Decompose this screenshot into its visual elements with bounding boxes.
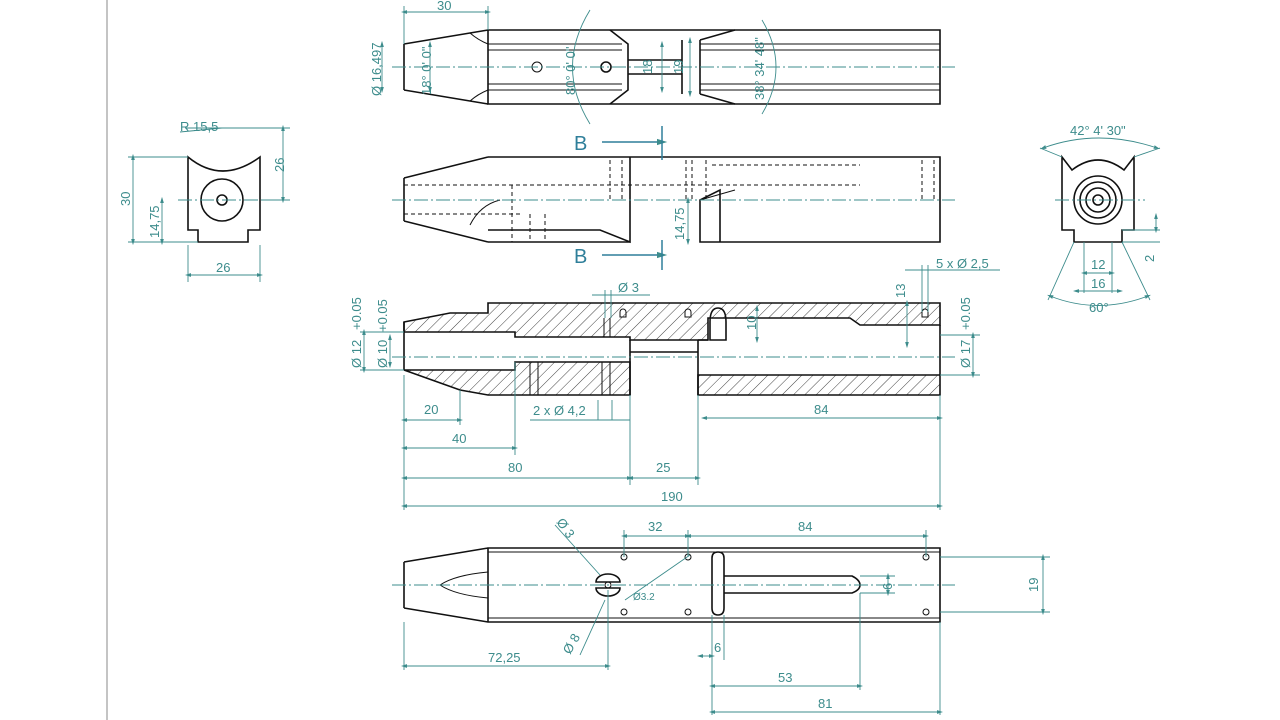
dim-top-30: 30 — [437, 0, 451, 13]
dim-bot-32: 32 — [648, 519, 662, 534]
dim-right-16: 16 — [1091, 276, 1105, 291]
dim-sec-tol-17: +0.05 — [958, 297, 973, 330]
dim-bot-53: 53 — [778, 670, 792, 685]
dim-sec-5x: 5 x Ø 2,5 — [936, 256, 989, 271]
dim-bot-81: 81 — [818, 696, 832, 711]
dim-sec-25: 25 — [656, 460, 670, 475]
left-end-view: R 15,5 26 30 14,75 26 — [118, 119, 290, 282]
dim-bot-d3-2: Ø3.2 — [633, 592, 655, 603]
dim-sec-10: 10 — [744, 316, 759, 330]
dim-top-vee-angle: 38° 34' 48" — [752, 37, 767, 100]
dim-sec-80: 80 — [508, 460, 522, 475]
dim-top-nose-angle: 18° 0' 0" — [419, 46, 434, 95]
top-view: 30 Ø 16,497 18° 0' 0" 80° 0' 0" 18 19 38… — [369, 0, 955, 125]
section-mark-b-top: B — [574, 133, 587, 155]
dim-sec-dia-12: Ø 12 — [349, 340, 364, 368]
dim-bot-84: 84 — [798, 519, 812, 534]
dim-top-notch-angle: 80° 0' 0" — [563, 46, 578, 95]
section-view: Ø 3 5 x Ø 2,5 13 10 +0.05 Ø 17 Ø 12 +0.0… — [349, 256, 1000, 510]
dim-sec-dia-17: Ø 17 — [958, 340, 973, 368]
dim-bot-d8: Ø 8 — [560, 631, 583, 657]
section-mark-b-bottom: B — [574, 246, 587, 268]
dim-right-12: 12 — [1091, 257, 1105, 272]
dim-sec-d3: Ø 3 — [618, 280, 639, 295]
dim-left-radius: R 15,5 — [180, 119, 218, 134]
dim-side-14-75: 14,75 — [672, 207, 687, 240]
dim-top-18: 18 — [640, 60, 655, 74]
dim-left-30: 30 — [118, 192, 133, 206]
dim-sec-40: 40 — [452, 431, 466, 446]
dim-bot-6-slot: 6 — [880, 583, 895, 590]
right-end-view: 42° 4' 30" 12 16 2 60° — [1039, 123, 1161, 315]
dim-bot-19: 19 — [1026, 578, 1041, 592]
bottom-view: Ø 3 32 84 Ø3.2 6 19 Ø 8 72,25 6 53 81 — [392, 515, 1050, 715]
dim-top-dia: Ø 16,497 — [369, 43, 384, 97]
dim-sec-tol-12: +0.05 — [349, 297, 364, 330]
side-view: B B 14,75 — [392, 126, 955, 270]
dim-bot-72-25: 72,25 — [488, 650, 521, 665]
dim-sec-13: 13 — [893, 284, 908, 298]
dim-sec-190: 190 — [661, 489, 683, 504]
dim-sec-20: 20 — [424, 402, 438, 417]
dim-bot-6: 6 — [714, 640, 721, 655]
dim-sec-tol-10: +0.05 — [375, 299, 390, 332]
dim-sec-2x: 2 x Ø 4,2 — [533, 403, 586, 418]
dim-top-19: 19 — [671, 60, 686, 74]
dim-sec-84: 84 — [814, 402, 828, 417]
dim-right-60: 60° — [1089, 300, 1109, 315]
dim-left-26-right: 26 — [272, 158, 287, 172]
dim-right-angle-top: 42° 4' 30" — [1070, 123, 1126, 138]
dim-bot-d3: Ø 3 — [554, 515, 578, 541]
dim-sec-dia-10: Ø 10 — [375, 340, 390, 368]
dim-left-26-bottom: 26 — [216, 260, 230, 275]
dim-right-2: 2 — [1142, 255, 1157, 262]
dim-left-14-75: 14,75 — [147, 205, 162, 238]
